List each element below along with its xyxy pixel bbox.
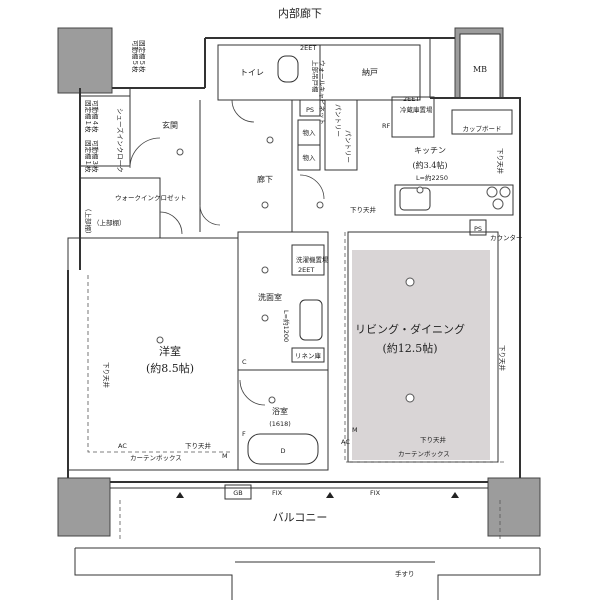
living-floor-highlight xyxy=(352,250,490,460)
storage-label: 納戸 xyxy=(362,67,378,77)
washroom-length-label: L=約1200 xyxy=(282,310,291,342)
ceiling-drop-label-living-2: 下り天井 xyxy=(420,435,447,444)
mb-label: MB xyxy=(473,65,487,74)
wall-cabinet-label: ウォールキャビネット xyxy=(318,60,327,125)
m-label-1: M xyxy=(222,452,228,460)
column-top-left xyxy=(57,27,113,94)
fix-label-1: FIX xyxy=(272,489,283,497)
kitchen-sink xyxy=(399,187,431,211)
fridge-space xyxy=(391,96,435,138)
ceiling-light-icon xyxy=(405,277,415,287)
ceiling-light-icon-2 xyxy=(405,393,415,403)
ps-label: PS xyxy=(306,106,314,114)
bathtub xyxy=(247,433,319,465)
toilet-fixture xyxy=(277,55,299,83)
storage-room xyxy=(319,44,421,101)
bath-label: 浴室 xyxy=(272,406,288,416)
washroom-label: 洗面室 xyxy=(258,292,282,302)
upper-cabinet-label: 上部吊戸棚 xyxy=(311,60,320,93)
storage-label-2: 物入 xyxy=(303,153,317,162)
linen-label: リネン庫 xyxy=(295,351,322,360)
ps-box xyxy=(299,99,321,117)
kitchen-size-label: (約3.4帖) xyxy=(413,160,448,170)
upper-shelf-label-2: （上部棚） xyxy=(93,218,126,227)
counter-label: カウンター xyxy=(490,233,523,242)
f-label: F xyxy=(242,430,246,438)
curtain-box-label-1: カーテンボックス xyxy=(130,454,182,462)
movable-shelves-label-3: 可動棚３枚 xyxy=(91,140,100,173)
light-fixture-icons xyxy=(156,136,424,404)
shoe-closet xyxy=(79,95,131,167)
hallway-label: 廊下 xyxy=(257,174,273,184)
ceiling-drop-label-bedroom-2: 下り天井 xyxy=(185,441,212,450)
column-bottom-left xyxy=(57,477,111,537)
washer-space xyxy=(291,244,325,276)
kitchen-counter xyxy=(394,184,514,216)
cupboard xyxy=(451,109,513,135)
pantry-label-1: パントリー xyxy=(334,104,342,137)
eet-label-3: 2EET xyxy=(298,266,314,274)
ps-label-kitchen: PS xyxy=(474,225,482,233)
gb-box xyxy=(224,484,252,500)
d-label: D xyxy=(280,447,285,455)
railing-label: 手すり xyxy=(395,569,415,578)
kitchen-length-label: L=約2250 xyxy=(416,173,448,182)
eet-label-1: 2EET xyxy=(300,44,316,52)
ac-label-2: AC xyxy=(341,438,350,446)
cupboard-label: カップボード xyxy=(463,125,502,133)
pantry-label-2: パントリー xyxy=(344,130,352,163)
toilet-label: トイレ xyxy=(240,68,264,77)
balcony-label: バルコニー xyxy=(273,511,328,524)
fixed-shelf-label-1: 固定棚１枚 xyxy=(84,100,93,133)
fixed-shelves-label-5: 固定棚５枚 xyxy=(138,40,147,73)
living-size-label: (約12.5帖) xyxy=(382,341,437,355)
fix-label-2: FIX xyxy=(370,489,381,497)
bedroom-size-label: (約8.5帖) xyxy=(146,361,194,375)
ceiling-drop-label-right: 下り天井 xyxy=(496,148,505,175)
c-label: C xyxy=(242,358,247,366)
eet-label-2: 2EET xyxy=(403,95,419,103)
upper-shelf-label: （上部棚） xyxy=(84,205,93,238)
shoes-in-closet-label: シューズインクローク xyxy=(116,108,125,173)
bedroom-label: 洋室 xyxy=(159,344,181,358)
m-label-2: M xyxy=(352,426,358,434)
curtain-box-label-2: カーテンボックス xyxy=(398,450,450,458)
entrance-label: 玄関 xyxy=(162,120,178,130)
column-bottom-right xyxy=(487,477,541,537)
rf-label: RF xyxy=(382,122,391,130)
pantry xyxy=(324,99,358,171)
washbasin xyxy=(299,299,323,341)
movable-shelves-label-5: 可動棚５枚 xyxy=(131,40,140,73)
door-swings xyxy=(129,99,325,406)
corridor-outside-label: 内部廊下 xyxy=(278,6,322,20)
gb-label: GB xyxy=(233,489,243,497)
fridge-space-label: 冷蔵庫置場 xyxy=(400,105,433,114)
ceiling-drop-label-kitchen: 下り天井 xyxy=(350,205,377,214)
ac-label-1: AC xyxy=(118,442,127,450)
linen-storage xyxy=(291,347,325,363)
ceiling-drop-label-bedroom: 下り天井 xyxy=(102,362,111,389)
toilet-room xyxy=(217,44,321,101)
living-label: リビング・ダイニング xyxy=(355,322,465,336)
movable-shelves-label-4: 可動棚４枚 xyxy=(91,100,100,133)
bedroom xyxy=(67,237,239,471)
stove-icon xyxy=(486,186,511,210)
bath-size-label: (1618) xyxy=(269,420,291,428)
storage-label-1: 物入 xyxy=(303,128,317,137)
walk-in-closet-label: ウォークインクロゼット xyxy=(115,193,187,202)
ceiling-drop-label-living: 下り天井 xyxy=(498,345,507,372)
kitchen-label: キッチン xyxy=(414,146,446,155)
washer-space-label: 洗濯機置場 xyxy=(296,255,329,264)
fixed-shelf-label-1b: 固定棚１枚 xyxy=(84,140,93,173)
